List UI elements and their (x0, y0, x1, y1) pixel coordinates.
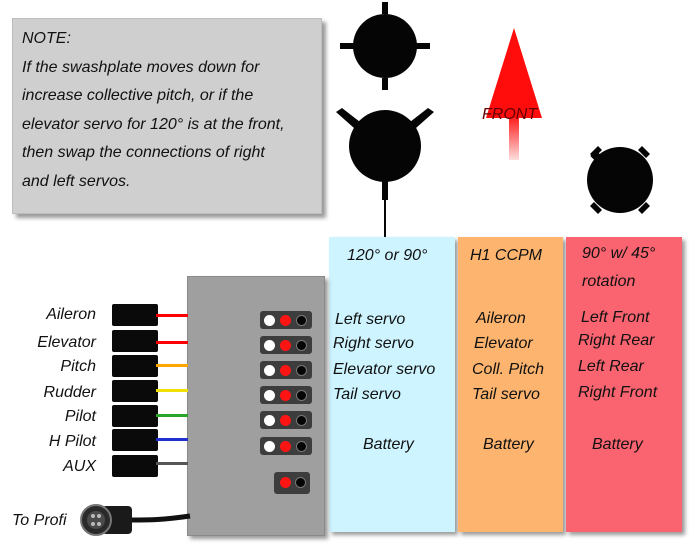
note-line: then swap the connections of right (22, 144, 265, 161)
column-header: rotation (582, 273, 636, 290)
round-connector-icon (80, 504, 132, 536)
channel-label-pitch: Pitch (60, 358, 96, 375)
column-header: 90° w/ 45° (582, 245, 656, 262)
column-row: Left Rear (578, 358, 644, 375)
servo-wire (156, 414, 188, 417)
servo-wire (156, 314, 188, 317)
servo-connector (112, 429, 158, 451)
column-battery: Battery (483, 436, 534, 453)
swashplate-90-icon (340, 2, 430, 90)
swashplate-120-icon (336, 108, 434, 238)
swashplate-diagram (336, 2, 434, 238)
servo-connector (112, 304, 158, 326)
channel-label-rudder: Rudder (43, 384, 96, 401)
column-row: Tail servo (472, 386, 540, 403)
front-label: FRONT (482, 106, 538, 123)
servo-connector (112, 455, 158, 477)
note-line: NOTE: (22, 30, 71, 47)
column-row: Left servo (335, 311, 406, 328)
receiver-port-3 (260, 361, 312, 379)
servo-wire (156, 389, 188, 392)
channel-label-pilot: Pilot (64, 408, 96, 425)
servo-wire (156, 438, 188, 441)
column-row: Coll. Pitch (472, 361, 545, 378)
channel-label-aileron: Aileron (46, 306, 96, 323)
channel-label-elevator: Elevator (37, 334, 96, 351)
column-row: Right servo (333, 335, 414, 352)
column-row: Right Front (578, 384, 658, 401)
column-battery: Battery (592, 436, 643, 453)
note-line: and left servos. (22, 172, 131, 190)
profi-cable (80, 504, 191, 536)
channel-label-h-pilot: H Pilot (48, 433, 96, 450)
servo-wire (156, 364, 188, 367)
column-row: Elevator servo (333, 361, 436, 378)
swashplate-45-icon (587, 146, 653, 214)
note-box: NOTE: If the swashplate moves down for i… (12, 18, 322, 214)
receiver-port-5 (260, 411, 312, 429)
receiver-port-6 (260, 437, 312, 455)
column-header: 120° or 90° (347, 247, 428, 264)
servo-connector (112, 355, 158, 377)
column-row: Aileron (476, 310, 526, 327)
receiver-port-4 (260, 386, 312, 404)
to-profi-label: To Profi (12, 512, 67, 529)
servo-connector (112, 405, 158, 427)
column-90-45-rotation: 90° w/ 45° rotation Left Front Right Rea… (566, 237, 682, 532)
servo-connector (112, 380, 158, 402)
column-row: Tail servo (333, 386, 401, 403)
servo-wire (156, 341, 188, 344)
front-arrow-icon (486, 28, 542, 160)
receiver-port-1 (260, 311, 312, 329)
column-h1-ccpm: H1 CCPM Aileron Elevator Coll. Pitch Tai… (458, 237, 563, 532)
battery-port (274, 472, 310, 494)
note-line: increase collective pitch, or if the (22, 87, 254, 104)
column-row: Right Rear (578, 332, 655, 349)
column-header: H1 CCPM (470, 247, 543, 264)
column-row: Left Front (581, 309, 650, 326)
column-battery: Battery (363, 436, 414, 453)
note-line: If the swashplate moves down for (22, 58, 260, 76)
channel-label-aux: AUX (63, 458, 96, 475)
servo-connector (112, 330, 158, 352)
receiver-port-2 (260, 336, 312, 354)
column-row: Elevator (474, 335, 533, 352)
note-line: elevator servo for 120° is at the front, (22, 115, 285, 133)
column-120-90: 120° or 90° Left servo Right servo Eleva… (329, 237, 455, 532)
servo-wire (156, 462, 188, 465)
